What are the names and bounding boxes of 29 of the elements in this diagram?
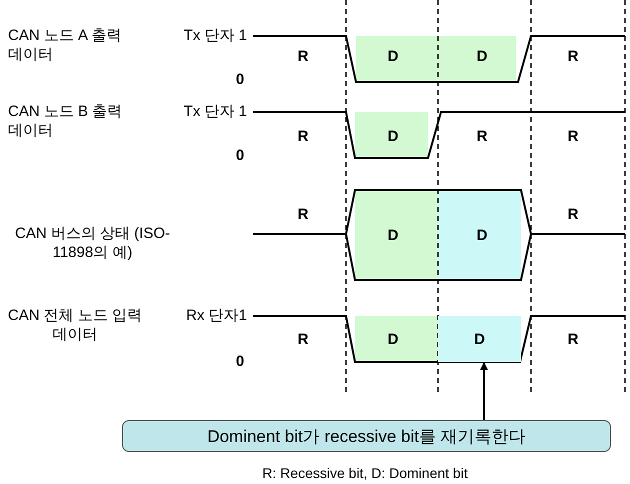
bit-label: R xyxy=(298,47,308,66)
bit-label: D xyxy=(388,226,398,245)
bit-label: R xyxy=(568,127,578,146)
bit-label: R xyxy=(568,330,578,349)
legend-note: R: Recessive bit, D: Dominent bit xyxy=(262,464,468,483)
bit-label: R xyxy=(298,330,308,349)
callout-box: Dominent bit가 recessive bit를 재기록한다 xyxy=(122,420,611,452)
row-label: CAN 노드 A 출력 데이터 xyxy=(8,26,122,64)
bit-label: D xyxy=(476,47,488,66)
bit-label: R xyxy=(298,205,308,224)
bit-label: D xyxy=(388,127,398,146)
level-label: 0 xyxy=(236,70,244,89)
row-label: CAN 전체 노드 입력 데이터 xyxy=(6,306,144,344)
bit-cell: D xyxy=(438,316,521,362)
bit-label: R xyxy=(298,127,308,146)
pin-label: Tx 단자 1 xyxy=(184,102,247,121)
bit-label: D xyxy=(388,47,398,66)
bit-label: R xyxy=(568,47,578,66)
arrow xyxy=(480,362,488,420)
bit-label: D xyxy=(388,330,398,349)
row-label: CAN 노드 B 출력 데이터 xyxy=(8,102,123,140)
bit-label: D xyxy=(476,226,488,245)
bit-label: R xyxy=(476,127,488,146)
pin-label: Rx 단자1 xyxy=(186,306,247,325)
row-label: CAN 버스의 상태 (ISO-11898의 예) xyxy=(14,224,171,262)
level-label: 0 xyxy=(236,146,244,165)
level-label: 0 xyxy=(236,352,244,371)
bit-label: R xyxy=(568,205,578,224)
pin-label: Tx 단자 1 xyxy=(184,26,247,45)
